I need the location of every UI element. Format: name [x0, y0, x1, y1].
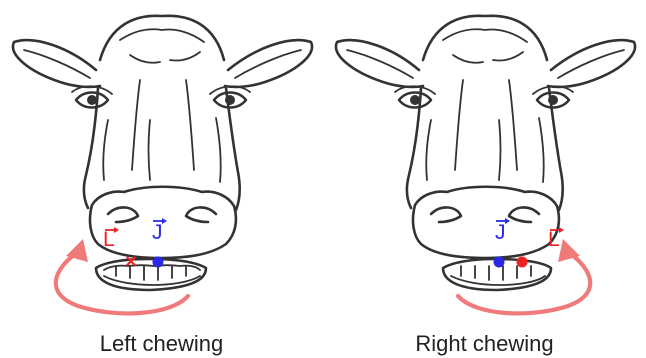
chewing-direction-arrow	[455, 249, 593, 316]
left-chewing-caption: Left chewing	[99, 331, 224, 356]
cow-face-drawing-left: L J ×	[11, 14, 314, 316]
lip-position-cross-marker: ×	[125, 251, 137, 273]
lip-vector: L	[548, 227, 564, 251]
right-chewing-panel: J L Right chewing	[323, 0, 646, 358]
chewing-arrowhead	[558, 239, 580, 262]
lip-vector: L	[103, 227, 119, 251]
jaw-position-dot	[152, 256, 164, 268]
lip-vector-label: L	[548, 228, 560, 251]
jaw-vector-label: J	[495, 221, 506, 244]
cow-face-drawing-right: J L	[334, 14, 637, 316]
jaw-position-dot	[493, 256, 505, 268]
cow-face-outline	[11, 14, 314, 292]
left-chewing-panel: L J × Left chewing	[11, 14, 314, 356]
chewing-arrowhead	[66, 239, 88, 262]
chewing-direction-arrow	[53, 249, 191, 316]
jaw-vector: J	[495, 218, 510, 244]
jaw-vector-label: J	[152, 221, 163, 244]
lip-vector-label: L	[103, 228, 115, 251]
right-chewing-caption: Right chewing	[415, 331, 554, 356]
jaw-vector: J	[152, 218, 167, 244]
cow-face-outline	[334, 14, 637, 292]
lip-position-dot	[516, 256, 528, 268]
